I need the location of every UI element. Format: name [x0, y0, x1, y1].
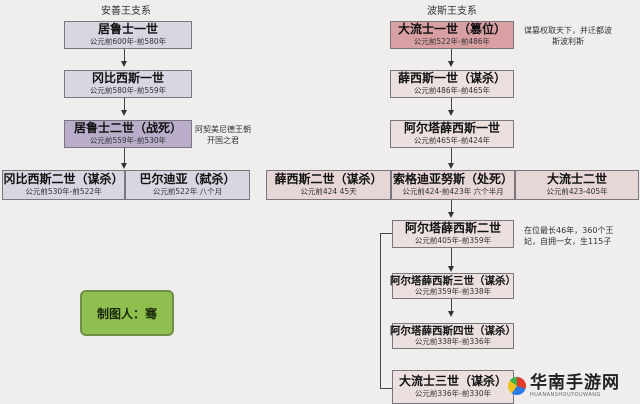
node-name: 大流士三世（谋杀） — [398, 374, 507, 389]
node-date: 公元前405年-前359年 — [414, 236, 492, 246]
left-branch-heading: 安善王支系 — [101, 6, 151, 17]
node-name: 居鲁士一世 — [97, 22, 158, 37]
arrow-down-icon — [448, 110, 454, 116]
node-name: 阿尔塔薛西斯一世 — [403, 121, 500, 136]
connector-line — [124, 98, 125, 112]
node-artaxerxes-1: 阿尔塔薛西斯一世 公元前465年-前424年 — [390, 120, 514, 148]
arrow-down-icon — [448, 163, 454, 169]
node-name: 薛西斯一世（谋杀） — [397, 71, 506, 86]
arrow-down-icon — [448, 311, 454, 317]
node-name: 大流士一世（篡位） — [397, 22, 506, 37]
node-cyrus-1: 居鲁士一世 公元前600年-前580年 — [64, 21, 192, 49]
connector-line — [451, 49, 452, 63]
watermark-logo-icon — [508, 377, 526, 395]
node-name: 阿尔塔薛西斯三世（谋杀） — [390, 275, 516, 288]
connector-line — [124, 49, 125, 63]
node-date: 公元前338年-前336年 — [414, 337, 492, 347]
watermark-subtext: HUANANSHOUYOUWANG — [530, 391, 601, 398]
node-date: 公元前424 45天 — [300, 187, 357, 197]
node-name: 阿尔塔薛西斯二世 — [404, 221, 501, 236]
arrow-down-icon — [448, 266, 454, 272]
node-date: 公元前522年-前486年 — [413, 37, 491, 47]
node-cyrus-2: 居鲁士二世（战死） 公元前559年-前530年 — [64, 120, 192, 148]
node-date: 公元前424-前423年 六个半月 — [402, 187, 504, 197]
connector-line — [451, 98, 452, 112]
node-xerxes-1: 薛西斯一世（谋杀） 公元前486年-前465年 — [390, 70, 514, 98]
bracket-line — [380, 388, 392, 389]
connector-line — [451, 148, 452, 164]
node-date: 公元前465年-前424年 — [413, 136, 491, 146]
node-date: 公元前359年-前338年 — [414, 287, 492, 297]
node-sogdianus: 索格迪亚努斯（处死） 公元前424-前423年 六个半月 — [391, 170, 515, 200]
arrow-down-icon — [121, 163, 127, 169]
node-date: 公元前530年-前522年 — [25, 187, 102, 197]
node-artaxerxes-2: 阿尔塔薛西斯二世 公元前405年-前359年 — [392, 220, 514, 248]
node-date: 公元前559年-前530年 — [89, 136, 167, 146]
connector-line — [451, 299, 452, 313]
note-artaxerxes-2: 在位最长46年，360个王妃，自拥一女，生115子 — [524, 226, 614, 246]
node-name: 居鲁士二世（战死） — [73, 121, 182, 136]
right-branch-heading: 波斯王支系 — [427, 6, 477, 17]
node-name: 索格迪亚努斯（处死） — [392, 172, 513, 187]
node-date: 公元前600年-前580年 — [89, 37, 167, 47]
node-date: 公元前580年-前559年 — [89, 86, 167, 96]
node-date: 公元前336年-前330年 — [414, 389, 492, 399]
node-name: 巴尔迪亚（弑杀） — [139, 172, 236, 187]
node-date: 公元前423-405年 — [546, 187, 608, 197]
bracket-line — [380, 233, 381, 388]
node-name: 冈比西斯二世（谋杀） — [3, 172, 124, 187]
node-name: 大流士二世 — [546, 172, 607, 187]
note-founder: 阿契美尼德王朝开国之君 — [195, 125, 251, 145]
note-darius: 谋篡权取天下，并迁都波斯波利斯 — [524, 26, 612, 46]
node-date: 公元前486年-前465年 — [413, 86, 491, 96]
node-darius-3: 大流士三世（谋杀） 公元前336年-前330年 — [392, 370, 514, 404]
arrow-down-icon — [448, 61, 454, 67]
node-artaxerxes-3: 阿尔塔薛西斯三世（谋杀） 公元前359年-前338年 — [390, 273, 516, 299]
arrow-down-icon — [121, 110, 127, 116]
node-darius-2: 大流士二世 公元前423-405年 — [515, 170, 639, 200]
node-artaxerxes-4: 阿尔塔薛西斯四世（谋杀） 公元前338年-前336年 — [390, 323, 516, 349]
bracket-line — [380, 233, 392, 234]
connector-line — [451, 200, 452, 214]
node-xerxes-2: 薛西斯二世（谋杀） 公元前424 45天 — [266, 170, 391, 200]
node-cambyses-2: 冈比西斯二世（谋杀） 公元前530年-前522年 — [2, 170, 125, 200]
node-darius-1: 大流士一世（篡位） 公元前522年-前486年 — [390, 21, 514, 49]
connector-line — [124, 148, 125, 164]
node-date: 公元前522年 八个月 — [152, 187, 223, 197]
node-name: 阿尔塔薛西斯四世（谋杀） — [390, 325, 516, 338]
arrow-down-icon — [448, 212, 454, 218]
author-credit: 制图人：骞 — [80, 290, 174, 336]
node-name: 冈比西斯一世 — [91, 71, 164, 86]
node-cambyses-1: 冈比西斯一世 公元前580年-前559年 — [64, 70, 192, 98]
watermark: 华南手游网 HUANANSHOUYOUWANG — [508, 368, 640, 404]
watermark-text: 华南手游网 — [530, 372, 620, 393]
arrow-down-icon — [121, 61, 127, 67]
connector-line — [451, 248, 452, 268]
node-bardiya: 巴尔迪亚（弑杀） 公元前522年 八个月 — [125, 170, 250, 200]
node-name: 薛西斯二世（谋杀） — [274, 172, 383, 187]
